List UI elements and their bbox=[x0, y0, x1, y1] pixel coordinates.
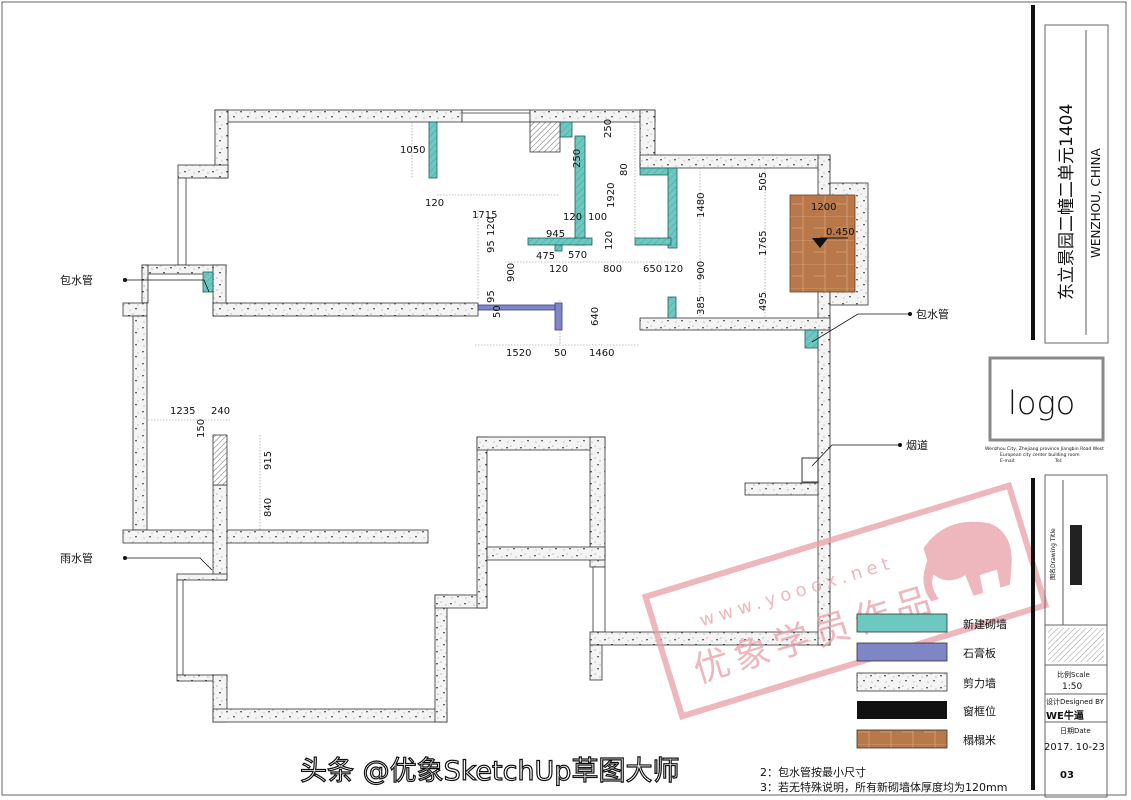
gypsum-board bbox=[477, 304, 563, 311]
dim: 50 bbox=[492, 305, 503, 318]
dim: 95 bbox=[486, 240, 497, 253]
legend-swatch-tatami bbox=[856, 729, 948, 749]
dim: 50 bbox=[554, 348, 567, 359]
dim: 495 bbox=[758, 292, 769, 311]
dim: 100 bbox=[588, 212, 607, 223]
dim: 900 bbox=[506, 263, 517, 282]
title-block: 东立景园二幢二单元1404 WENZHOU, CHINA logo Wenzho… bbox=[985, 5, 1109, 798]
dim: 120 bbox=[425, 198, 444, 209]
dim: 1715 bbox=[472, 210, 497, 221]
level-marker-icon bbox=[812, 238, 828, 248]
dim: 1235 bbox=[170, 406, 195, 417]
legend-label: 榻榻米 bbox=[963, 733, 996, 747]
dim: 250 bbox=[572, 149, 583, 168]
elephant-icon bbox=[923, 521, 1012, 602]
dim: 120 bbox=[486, 217, 497, 236]
dim: 240 bbox=[211, 406, 230, 417]
new-walls bbox=[202, 121, 819, 349]
project-title: 东立景园二幢二单元1404 bbox=[1057, 104, 1077, 300]
address-line: European city center building room bbox=[1000, 452, 1079, 458]
dim: 1480 bbox=[696, 193, 707, 218]
dim: 840 bbox=[263, 498, 274, 517]
dim: 1050 bbox=[400, 145, 425, 156]
dim: 475 bbox=[536, 251, 555, 262]
callouts: 包水管 雨水管 包水管 烟道 bbox=[60, 273, 949, 571]
dim: 250 bbox=[603, 119, 614, 138]
logo-box bbox=[988, 356, 1105, 442]
legend-swatch-new-wall bbox=[856, 613, 948, 633]
callout-pipe-right: 包水管 bbox=[916, 307, 949, 321]
legend-swatch-window-frame bbox=[857, 701, 947, 719]
dim: 120 bbox=[563, 212, 582, 223]
dim: 640 bbox=[590, 307, 601, 326]
dim: 95 bbox=[486, 290, 497, 303]
legend-swatch-gypsum bbox=[856, 642, 948, 662]
dim: 1920 bbox=[606, 183, 617, 208]
dim: 1200 bbox=[811, 202, 836, 213]
drawing-title-label: 图名Drawing Title bbox=[1049, 528, 1057, 580]
dim: 915 bbox=[263, 451, 274, 470]
scale-label: 比例Scale bbox=[1057, 670, 1090, 679]
dim: 1765 bbox=[758, 231, 769, 256]
dim: 650 bbox=[643, 264, 662, 275]
dimension-labels: 1050 120 1715 120 100 945 120 95 475 570… bbox=[170, 119, 855, 517]
date-label: 日期Date bbox=[1060, 727, 1091, 735]
logo: logo bbox=[1008, 384, 1075, 422]
dim: 945 bbox=[546, 229, 565, 240]
dim: 150 bbox=[196, 419, 207, 438]
designer-value: WE牛逼 bbox=[1046, 709, 1084, 722]
legend-swatch-shear-wall bbox=[856, 672, 948, 692]
note: 3：若无特殊说明，所有新砌墙体厚度均为120mm bbox=[760, 780, 1007, 794]
duct-shaft bbox=[529, 121, 561, 153]
dim: 1460 bbox=[589, 348, 614, 359]
overlay-watermark: 头条 @优象SketchUp草图大师 bbox=[300, 756, 679, 787]
dim: 570 bbox=[568, 250, 587, 261]
legend-label: 剪力墙 bbox=[963, 676, 996, 690]
flue-shaft bbox=[801, 457, 819, 483]
dim: 505 bbox=[758, 172, 769, 191]
legend: 新建砌墙 石膏板 剪力墙 窗框位 榻榻米 2：包水管按最小尺寸 3：若无特殊说明… bbox=[760, 613, 1007, 794]
hatched-column bbox=[212, 434, 228, 486]
project-location: WENZHOU, CHINA bbox=[1089, 148, 1103, 258]
fine-print bbox=[1048, 628, 1104, 662]
dim: 1520 bbox=[506, 348, 531, 359]
drawing-title-value bbox=[1070, 525, 1082, 585]
shear-walls bbox=[122, 109, 869, 723]
date-value: 2017. 10-23 bbox=[1044, 742, 1105, 753]
note: 2：包水管按最小尺寸 bbox=[760, 765, 866, 779]
dim: 120 bbox=[664, 264, 683, 275]
dim: 385 bbox=[696, 296, 707, 315]
legend-label: 石膏板 bbox=[963, 646, 996, 660]
tel-label: Tel: bbox=[1054, 458, 1063, 464]
dimension-lines bbox=[148, 122, 766, 530]
sheet-number: 03 bbox=[1060, 770, 1074, 781]
dim: 120 bbox=[604, 231, 615, 250]
dim: 900 bbox=[696, 261, 707, 280]
designed-label: 设计Designed BY bbox=[1046, 697, 1105, 706]
legend-label: 窗框位 bbox=[963, 704, 996, 718]
dim: 80 bbox=[619, 163, 630, 176]
scale-value: 1:50 bbox=[1062, 682, 1082, 692]
email-label: E-mail: bbox=[1000, 458, 1016, 464]
address-line: Wenzhou City, Zhejiang province Jiangbin… bbox=[985, 446, 1104, 452]
dim: 120 bbox=[549, 264, 568, 275]
callout-flue: 烟道 bbox=[906, 438, 928, 452]
callout-rain-pipe: 雨水管 bbox=[60, 551, 93, 565]
dim: 800 bbox=[603, 264, 622, 275]
callout-pipe-left: 包水管 bbox=[60, 273, 93, 287]
level-value: 0.450 bbox=[826, 227, 855, 238]
legend-label: 新建砌墙 bbox=[963, 617, 1007, 631]
